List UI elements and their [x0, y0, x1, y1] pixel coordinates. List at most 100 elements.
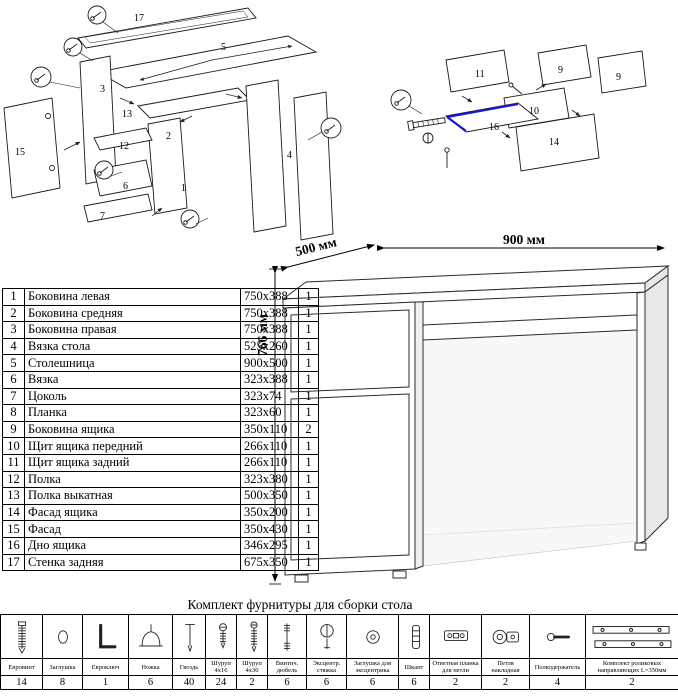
hardware-item-qty: 2	[481, 675, 530, 691]
part-qty: 1	[298, 321, 319, 339]
part-name: Столешница	[24, 354, 241, 372]
hardware-item-qty: 6	[267, 675, 307, 691]
hardware-item-qty: 40	[172, 675, 206, 691]
leg-icon	[128, 614, 173, 659]
hinge-plate-icon	[429, 614, 482, 659]
part-qty: 1	[298, 337, 319, 356]
part-size: 323x380	[240, 470, 299, 489]
hardware-item-qty: 8	[42, 675, 83, 691]
part-label-9: 9	[616, 72, 621, 83]
part-number: 6	[2, 370, 25, 389]
part-size: 900x500	[240, 354, 299, 372]
drawer-back-shape	[445, 49, 510, 93]
hardware-item-qty: 2	[585, 675, 678, 691]
depth-dimension-line	[280, 243, 375, 272]
hardware-item-name: Евроключ	[82, 657, 129, 677]
hardware-item-name: Ответная планка для петли	[429, 657, 482, 677]
right-panel-front-edge	[636, 291, 646, 545]
hardware-item-qty: 4	[529, 675, 586, 691]
roller-slide-highlight	[446, 116, 467, 132]
part-qty: 1	[298, 453, 319, 472]
hinge-icon	[481, 614, 530, 659]
drawer-screw-callout	[390, 89, 423, 115]
middle-panel-edge	[414, 301, 424, 570]
part-label-6: 6	[123, 181, 128, 192]
pullout-shelf-shape	[137, 87, 251, 119]
part-number: 11	[2, 453, 25, 472]
part-label-10: 10	[529, 106, 539, 117]
part-name: Полка выкатная	[24, 487, 241, 505]
width-dimension-label: 900 мм	[503, 235, 545, 247]
screw-callouts	[30, 5, 342, 229]
part-number: 8	[2, 404, 25, 422]
part-number: 14	[2, 503, 25, 522]
euro-screw-icon	[0, 614, 43, 659]
part-number: 15	[2, 520, 25, 538]
door-facade-shape	[3, 97, 61, 199]
part-size: 350x110	[240, 420, 299, 439]
part-size: 750x388	[240, 288, 299, 306]
cam-lock-icon	[306, 614, 347, 659]
part-number: 16	[2, 536, 25, 555]
part-number: 13	[2, 487, 25, 505]
drawer-side-shape	[597, 50, 647, 94]
hardware-item-name: Гвоздь	[172, 657, 206, 677]
hardware-item-name: Ножка	[128, 657, 173, 677]
hardware-item-qty: 6	[346, 675, 399, 691]
hex-key-icon	[82, 614, 129, 659]
part-number: 10	[2, 437, 25, 455]
part-number: 2	[2, 304, 25, 323]
part-size: 350x430	[240, 520, 299, 538]
hardware-item-qty: 6	[306, 675, 347, 691]
part-label-11: 11	[475, 69, 485, 80]
hardware-item-name: Винтич. дюбель	[267, 657, 307, 677]
desk-foot	[392, 570, 407, 579]
part-number: 9	[2, 420, 25, 439]
desk-brace-shape	[293, 91, 334, 241]
desk-foot	[634, 542, 647, 551]
nail-icon	[172, 614, 206, 659]
part-label-9: 9	[558, 65, 563, 76]
part-label-16: 16	[489, 122, 499, 133]
part-qty: 1	[298, 536, 319, 555]
part-number-labels: 17 5 3 13 2 15 12 6 1 7 4 11 9 9 10 16 1…	[15, 13, 621, 222]
shelf-support-icon	[529, 614, 586, 659]
part-size: 266x110	[240, 437, 299, 455]
part-number: 4	[2, 337, 25, 356]
part-name: Вязка стола	[24, 337, 241, 356]
screw-long-icon	[236, 614, 268, 659]
back-panel-shape	[77, 7, 257, 49]
part-label-1: 1	[181, 183, 186, 194]
part-qty: 1	[298, 437, 319, 455]
side-panel-left-shape	[245, 79, 287, 233]
assembled-desk-view: 900 мм 500 мм 766 мм	[255, 235, 670, 585]
part-qty: 1	[298, 404, 319, 422]
part-qty: 1	[298, 470, 319, 489]
part-size: 350x200	[240, 503, 299, 522]
assembly-arrows	[63, 93, 243, 217]
hardware-item-qty: 6	[398, 675, 430, 691]
part-name: Боковина ящика	[24, 420, 241, 439]
hardware-item-qty: 2	[236, 675, 268, 691]
hardware-item-qty: 24	[205, 675, 237, 691]
part-label-2: 2	[166, 131, 171, 142]
part-qty: 1	[298, 354, 319, 372]
part-size: 500x350	[240, 487, 299, 505]
confirmat-screw-drawing	[407, 117, 446, 131]
part-name: Цоколь	[24, 387, 241, 406]
hardware-item-qty: 6	[128, 675, 173, 691]
part-name: Фасад ящика	[24, 503, 241, 522]
